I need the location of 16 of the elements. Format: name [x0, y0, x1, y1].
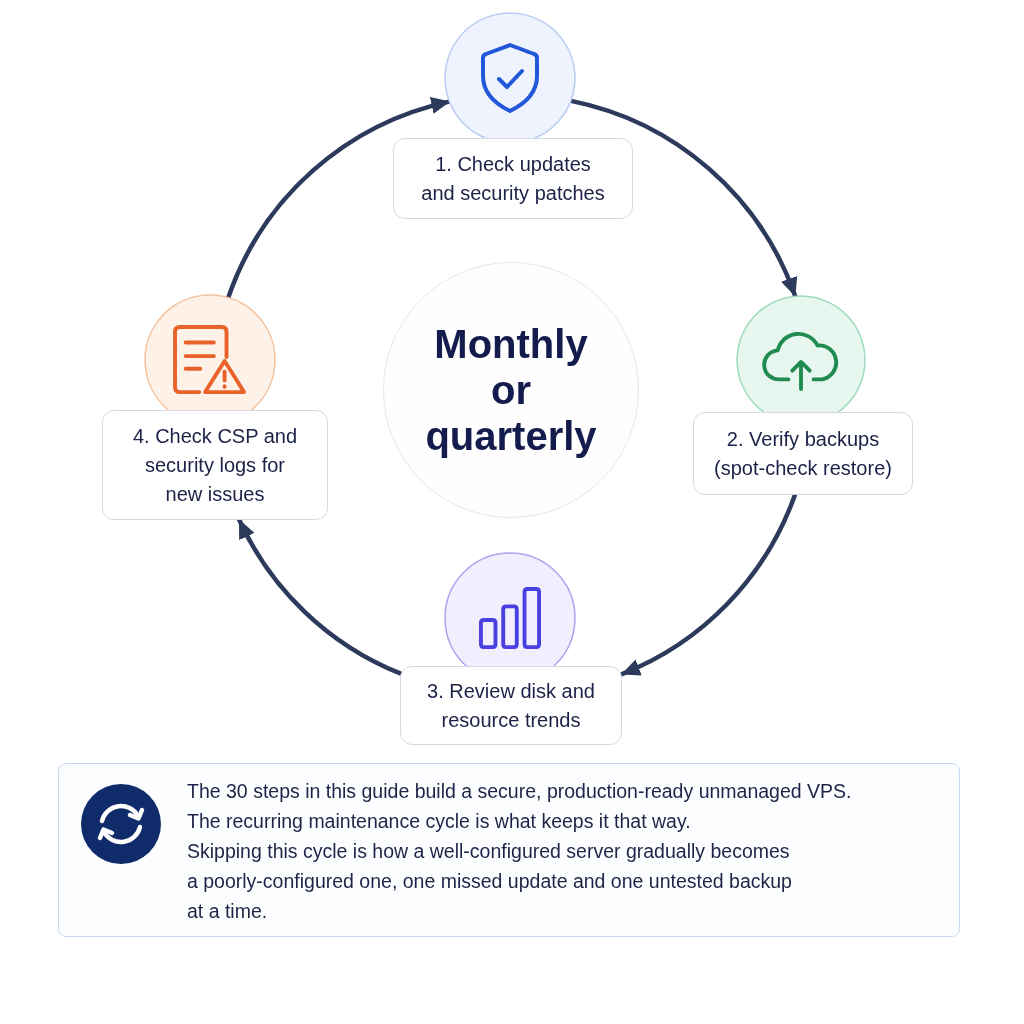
step-label: 4. Check CSP and security logs for new issues	[131, 423, 299, 507]
curved-arrow	[619, 493, 797, 677]
step-label: 1. Check updates and security patches	[420, 151, 606, 206]
step-label: 3. Review disk and resource trends	[426, 678, 596, 733]
step-card	[102, 410, 328, 520]
note-text: The recurring maintenance cycle is what keeps it that way.	[187, 809, 691, 834]
step-card	[693, 412, 913, 495]
curved-arrow	[226, 98, 452, 300]
step-card	[393, 138, 633, 219]
curved-arrow	[568, 98, 798, 299]
step-card	[400, 666, 622, 745]
center-label: Monthly or quarterly	[424, 321, 598, 459]
note-panel	[58, 763, 960, 937]
note-text: Skipping this cycle is how a well-configured server gradually becomes a poorly-configured one, one missed update and one untested backup at a time.	[187, 839, 793, 924]
note-text: The 30 steps in this guide build a secure, production-ready unmanaged VPS.	[187, 779, 852, 804]
step-label: 2. Verify backups (spot-check restore)	[713, 426, 893, 481]
